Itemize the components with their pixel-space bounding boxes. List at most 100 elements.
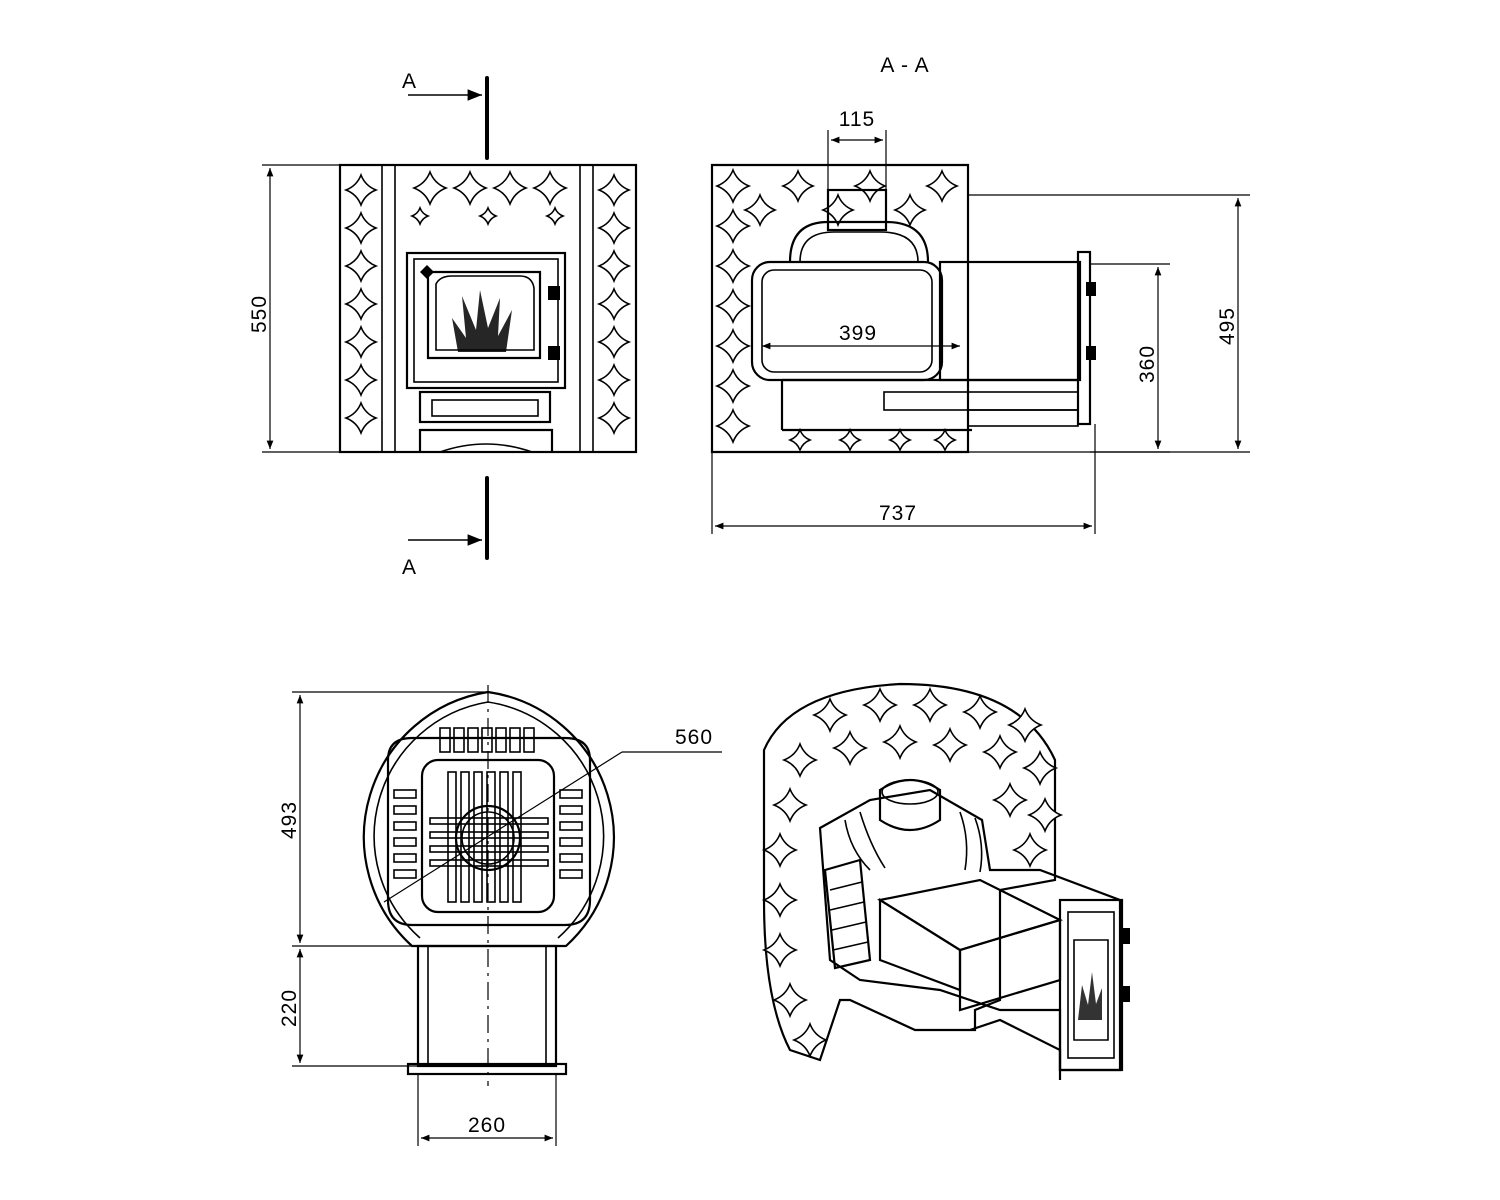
cut-marker-label-bottom: A: [402, 556, 417, 579]
top-view-body: [362, 690, 615, 948]
star-ornament: [837, 427, 863, 453]
grill-bar: [559, 837, 583, 847]
star-ornament: [343, 248, 379, 284]
star-ornament: [596, 248, 632, 284]
dim-section-top-width: 115: [827, 108, 887, 192]
top-view: 560: [362, 685, 722, 1086]
star-ornament: [343, 210, 379, 246]
grill-bar: [429, 859, 549, 867]
grill-bar: [559, 805, 583, 815]
star-ornament: [831, 729, 869, 767]
star-ornament: [771, 786, 809, 824]
star-ornament: [742, 192, 778, 228]
dim-front-height: 550: [248, 164, 340, 453]
star-ornament: [981, 733, 1019, 771]
star-ornament: [714, 367, 752, 405]
grill-bar: [467, 727, 479, 753]
grill-bar: [393, 869, 417, 879]
dim-section-total-length: 737: [711, 424, 1096, 534]
grill-bar: [429, 845, 549, 853]
star-ornament: [714, 407, 752, 445]
star-ornament: [343, 286, 379, 322]
dim-top-tunnel-depth: 220: [278, 949, 418, 1067]
dim-section-firebox-length: 399: [762, 322, 960, 350]
dim-top-tunnel-depth-label: 220: [278, 989, 301, 1027]
star-ornament: [596, 172, 632, 208]
iso-flame-icon: [1078, 972, 1102, 1020]
grill-bar: [447, 771, 457, 903]
section-star-pattern: [714, 167, 960, 453]
star-ornament: [761, 931, 799, 969]
grill-bar: [439, 727, 451, 753]
chimney-opening: [454, 804, 522, 872]
star-ornament: [714, 327, 752, 365]
star-ornament: [931, 726, 969, 764]
star-ornament: [861, 686, 899, 724]
star-ornament: [787, 427, 813, 453]
star-ornament: [343, 324, 379, 360]
grill-bar: [559, 821, 583, 831]
front-view: [338, 163, 638, 454]
star-ornament: [714, 207, 752, 245]
grill-bar: [453, 727, 465, 753]
star-ornament: [892, 192, 928, 228]
star-ornament: [596, 286, 632, 322]
section-cut-marker-bottom: A: [402, 476, 489, 579]
star-ornament: [343, 172, 379, 208]
star-ornament: [924, 168, 960, 204]
grill-bar: [495, 727, 507, 753]
star-ornament: [409, 205, 431, 227]
star-ornament: [596, 324, 632, 360]
dim-top-diameter-label: 560: [675, 726, 713, 749]
star-ornament: [887, 427, 913, 453]
star-ornament: [1006, 706, 1044, 744]
dim-section-total-height-label: 495: [1216, 307, 1239, 345]
star-ornament: [991, 781, 1029, 819]
star-ornament: [852, 168, 888, 204]
star-ornament: [781, 741, 819, 779]
star-ornament: [1011, 831, 1049, 869]
section-view: [710, 163, 1096, 454]
star-ornament: [596, 400, 632, 436]
star-ornament: [596, 362, 632, 398]
star-ornament: [714, 247, 752, 285]
iso-shell: [762, 682, 1057, 1062]
dim-section-tunnel-height-label: 360: [1136, 345, 1159, 383]
grill-bar: [393, 837, 417, 847]
grill-bar: [393, 805, 417, 815]
star-ornament: [544, 205, 566, 227]
dim-top-tunnel-width-label: 260: [468, 1114, 506, 1137]
star-ornament: [761, 881, 799, 919]
dim-section-top-width-label: 115: [839, 108, 875, 131]
star-ornament: [451, 169, 489, 207]
grill-bar: [460, 771, 470, 903]
section-cut-marker-top: A: [402, 70, 489, 160]
dim-top-body-depth: 493: [278, 691, 488, 947]
grill-bar: [523, 727, 535, 753]
dim-section-tunnel-height: 360: [1090, 263, 1170, 453]
star-ornament: [343, 362, 379, 398]
flame-icon: [452, 290, 512, 352]
grill-bar: [393, 789, 417, 799]
star-ornament: [881, 723, 919, 761]
star-ornament: [477, 205, 499, 227]
star-ornament: [771, 981, 809, 1019]
grill-bar: [559, 789, 583, 799]
star-ornament: [1021, 749, 1059, 787]
iso-star-pattern: [761, 686, 1064, 1059]
dim-front-height-label: 550: [248, 295, 271, 333]
star-ornament: [961, 693, 999, 731]
front-view-outline: [338, 163, 638, 454]
star-ornament: [811, 696, 849, 734]
star-ornament: [761, 831, 799, 869]
grill-bar: [429, 831, 549, 839]
dim-top-body-depth-label: 493: [278, 801, 301, 839]
star-ornament: [780, 168, 816, 204]
grill-bar: [559, 853, 583, 863]
star-ornament: [911, 686, 949, 724]
front-star-pattern: [343, 169, 632, 436]
star-ornament: [491, 169, 529, 207]
star-ornament: [714, 287, 752, 325]
firebox-door: [405, 251, 567, 390]
